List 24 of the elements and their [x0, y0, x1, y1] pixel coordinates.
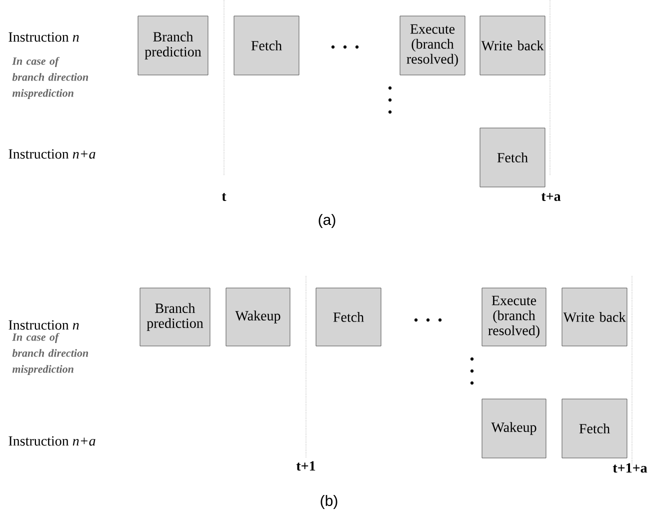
caption: (b)	[320, 495, 338, 509]
stage-box: Execute (branch resolved)	[482, 288, 546, 346]
stage-box: Fetch	[480, 128, 546, 188]
stage-box: Branch prediction	[138, 16, 208, 76]
instruction-label: Instruction n	[8, 320, 79, 330]
time-label: t+1+a	[612, 463, 648, 473]
stage-box: Fetch	[316, 288, 382, 346]
stage-box: Wakeup	[482, 398, 546, 458]
stage-box: Write back	[562, 288, 628, 346]
caption: (a)	[318, 214, 336, 228]
time-label: t	[222, 192, 226, 201]
time-label: t+1	[296, 461, 316, 471]
stage-box: Wakeup	[226, 288, 290, 346]
instruction-label: Instruction n+a	[8, 436, 96, 446]
time-label: t+a	[541, 192, 561, 202]
instruction-label: Instruction n+a	[8, 149, 96, 159]
instruction-label: Instruction n	[8, 32, 79, 42]
stage-box: Branch prediction	[140, 288, 210, 346]
stage-box: Fetch	[562, 398, 628, 458]
stage-box: Write back	[480, 16, 546, 76]
stage-box: Execute (branch resolved)	[400, 16, 466, 76]
stage-box: Fetch	[234, 16, 300, 76]
note-text: In case of branch direction misprediction	[12, 56, 88, 100]
note-text: In case of branch direction misprediction	[12, 332, 88, 376]
